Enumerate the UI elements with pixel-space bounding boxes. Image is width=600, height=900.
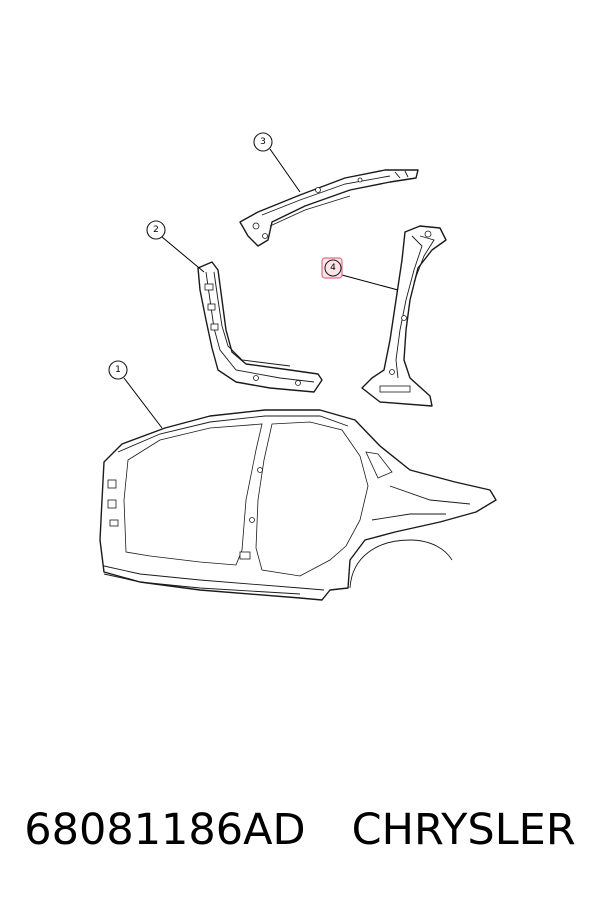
part-2-a-pillar-sill: [197, 261, 323, 393]
part-number: 68081186AD: [24, 805, 306, 855]
leader-line-1: [123, 377, 163, 429]
part-3-roof-rail: [239, 169, 419, 247]
callout-2-label: 2: [153, 225, 159, 235]
caption: 68081186AD CHRYSLER: [0, 795, 600, 865]
part-4-b-pillar: [361, 225, 447, 407]
brand-name: CHRYSLER: [351, 805, 576, 855]
callout-3: 3: [253, 132, 273, 152]
callout-1: 1: [108, 360, 128, 380]
callout-2: 2: [146, 220, 166, 240]
part-1-body-side-aperture: [99, 409, 497, 601]
leader-line-4: [341, 274, 399, 291]
leader-line-3: [269, 148, 301, 193]
callout-4-label: 4: [330, 263, 336, 273]
callout-1-label: 1: [115, 365, 121, 375]
parts-diagram: 3 2 4 1: [99, 132, 497, 601]
callout-4: 4: [321, 257, 343, 279]
callout-3-label: 3: [260, 137, 266, 147]
leader-line-2: [161, 236, 205, 273]
